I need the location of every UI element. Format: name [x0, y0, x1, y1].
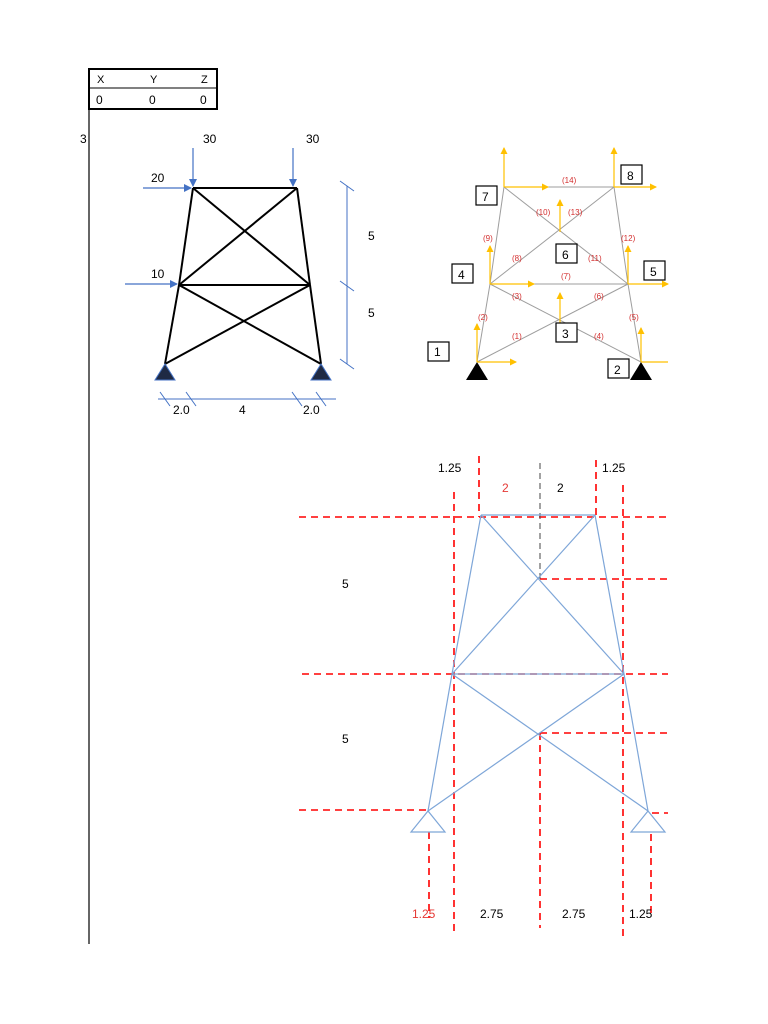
member-label-1: (1): [512, 332, 522, 341]
page-number: 3: [80, 132, 87, 146]
member-label-11: (11): [588, 254, 602, 263]
member-label-7: (7): [561, 272, 571, 281]
geometry-support-right: [629, 810, 667, 833]
top-dim-left-outer: 1.25: [438, 461, 462, 475]
node-label-8: 8: [627, 169, 634, 183]
bottom-dim-4: 1.25: [629, 907, 653, 921]
loaded-truss-members: [164, 187, 322, 365]
table-value-z: 0: [200, 93, 207, 107]
member-label-2: (2): [478, 313, 488, 322]
top-dim-right-inner: 2: [557, 481, 564, 495]
numbered-truss: 1 2 3 4 5 6 7 8 (1) (2) (3) (4) (5) (6) …: [427, 147, 669, 380]
top-dim-right-outer: 1.25: [602, 461, 626, 475]
base-dim-left: 2.0: [173, 403, 190, 417]
member-label-14: (14): [562, 176, 577, 185]
geo-height-lower: 5: [342, 732, 349, 746]
node-label-4: 4: [458, 268, 465, 282]
node-label-6: 6: [562, 248, 569, 262]
table-value-y: 0: [149, 93, 156, 107]
member-label-5: (5): [629, 313, 639, 322]
load-label-side-lower: 10: [151, 267, 165, 281]
member-label-13: (13): [568, 208, 583, 217]
geo-height-upper: 5: [342, 577, 349, 591]
top-dim-left-inner: 2: [502, 481, 509, 495]
node-label-1: 1: [434, 345, 441, 359]
base-dim-middle: 4: [239, 403, 246, 417]
geometry-support-left: [409, 810, 447, 833]
member-label-6: (6): [594, 292, 604, 301]
support-right: [310, 363, 332, 381]
coordinate-table: X Y Z 0 0 0: [88, 68, 218, 110]
height-dim-lower: 5: [368, 306, 375, 320]
table-value-x: 0: [96, 93, 103, 107]
geometry-truss: 1.25 2 2 1.25 5 5 1.25 2.75 2.75 1.25: [299, 456, 668, 936]
node-label-5: 5: [650, 265, 657, 279]
node-label-3: 3: [562, 327, 569, 341]
support-node-1: [466, 362, 488, 380]
member-label-4: (4): [594, 332, 604, 341]
loaded-truss: 30 30 20 10 5 5 2.0 4 2.0: [125, 132, 375, 417]
dof-arrows: [473, 147, 669, 366]
table-header-y: Y: [150, 74, 158, 86]
load-label-side-upper: 20: [151, 171, 165, 185]
load-label-top-right: 30: [306, 132, 320, 146]
support-left: [154, 363, 176, 381]
height-dimension-line: [339, 180, 355, 370]
table-header-z: Z: [201, 74, 208, 86]
member-label-8: (8): [512, 254, 522, 263]
member-label-3: (3): [512, 292, 522, 301]
height-dim-upper: 5: [368, 229, 375, 243]
bottom-dim-2: 2.75: [480, 907, 504, 921]
bottom-dim-1: 1.25: [412, 907, 436, 921]
base-dim-right: 2.0: [303, 403, 320, 417]
node-label-7: 7: [482, 190, 489, 204]
member-label-9: (9): [483, 234, 493, 243]
base-dimension-line: [158, 391, 336, 407]
member-label-10: (10): [536, 208, 551, 217]
member-label-12: (12): [621, 234, 636, 243]
table-header-x: X: [97, 74, 105, 86]
node-boxes: [427, 164, 666, 379]
node-label-2: 2: [614, 363, 621, 377]
geometry-truss-members: [427, 514, 649, 812]
support-node-2: [630, 362, 652, 380]
load-label-top-left: 30: [203, 132, 217, 146]
bottom-dim-3: 2.75: [562, 907, 586, 921]
